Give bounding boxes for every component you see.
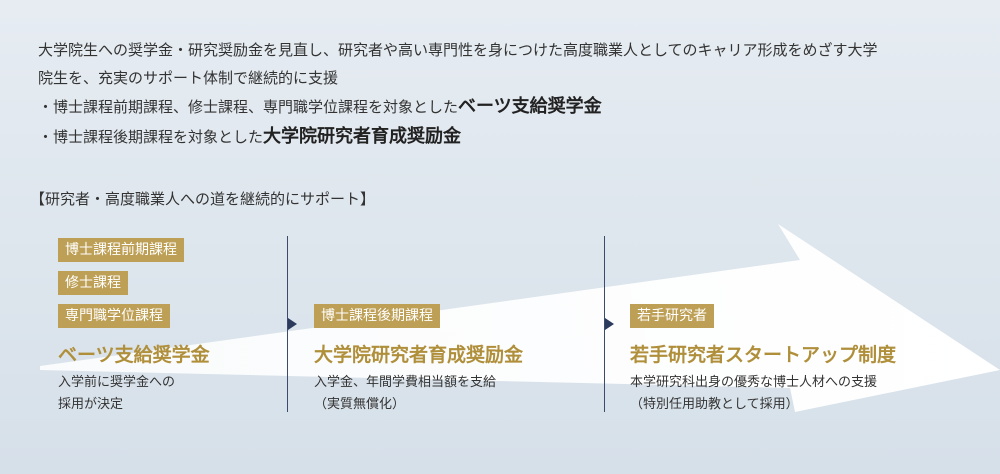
column-divider-1 (287, 236, 288, 412)
intro-bullet-1: ・博士課程前期課程、修士課程、専門職学位課程を対象としたベーツ支給奨学金 (38, 92, 968, 122)
tag-wakate: 若手研究者 (630, 304, 714, 328)
col2-desc-line1: 入学金、年間学費相当額を支給 (314, 375, 497, 390)
col2-desc-line2: （実質無償化） (314, 397, 406, 412)
tag-hakase-koki: 博士課程後期課程 (314, 304, 440, 328)
col1-desc-line2: 採用が決定 (58, 397, 124, 412)
col1-title: ベーツ支給奨学金 (58, 344, 210, 366)
tag-shushi: 修士課程 (58, 271, 128, 295)
bullet-1-prefix: ・博士課程前期課程、修士課程、専門職学位課程を対象とした (38, 98, 459, 116)
column-divider-2 (604, 236, 605, 412)
col1-desc-line1: 入学前に奨学金への (58, 375, 176, 390)
col2-desc: 入学金、年間学費相当額を支給 （実質無償化） (314, 372, 496, 416)
bullet-1-strong: ベーツ支給奨学金 (458, 96, 602, 117)
intro-bullet-2: ・博士課程後期課程を対象とした大学院研究者育成奨励金 (38, 122, 968, 152)
section-title: 【研究者・高度職業人への道を継続的にサポート】 (30, 190, 376, 208)
col2-title: 大学院研究者育成奨励金 (314, 344, 524, 366)
col1-desc: 入学前に奨学金への 採用が決定 (58, 372, 175, 416)
col3-desc-line2: （特別任用助教として採用） (630, 397, 799, 412)
col3-desc-line1: 本学研究科出身の優秀な博士人材への支援 (630, 375, 878, 390)
triangle-marker-2 (605, 318, 614, 330)
triangle-marker-1 (288, 318, 297, 330)
arrow-shape (40, 224, 1000, 412)
tag-senmonshoku: 専門職学位課程 (58, 304, 170, 328)
tag-hakase-zenki: 博士課程前期課程 (58, 238, 184, 262)
intro-text: 大学院生への奨学金・研究奨励金を見直し、研究者や高い専門性を身につけた高度職業人… (38, 36, 968, 152)
intro-line-1: 大学院生への奨学金・研究奨励金を見直し、研究者や高い専門性を身につけた高度職業人… (38, 41, 878, 59)
bullet-2-strong: 大学院研究者育成奨励金 (263, 126, 462, 147)
col3-desc: 本学研究科出身の優秀な博士人材への支援 （特別任用助教として採用） (630, 372, 877, 416)
intro-line-2: 院生を、充実のサポート体制で継続的に支援 (38, 69, 339, 87)
bullet-2-prefix: ・博士課程後期課程を対象とした (38, 128, 264, 146)
col3-title: 若手研究者スタートアップ制度 (630, 344, 897, 366)
